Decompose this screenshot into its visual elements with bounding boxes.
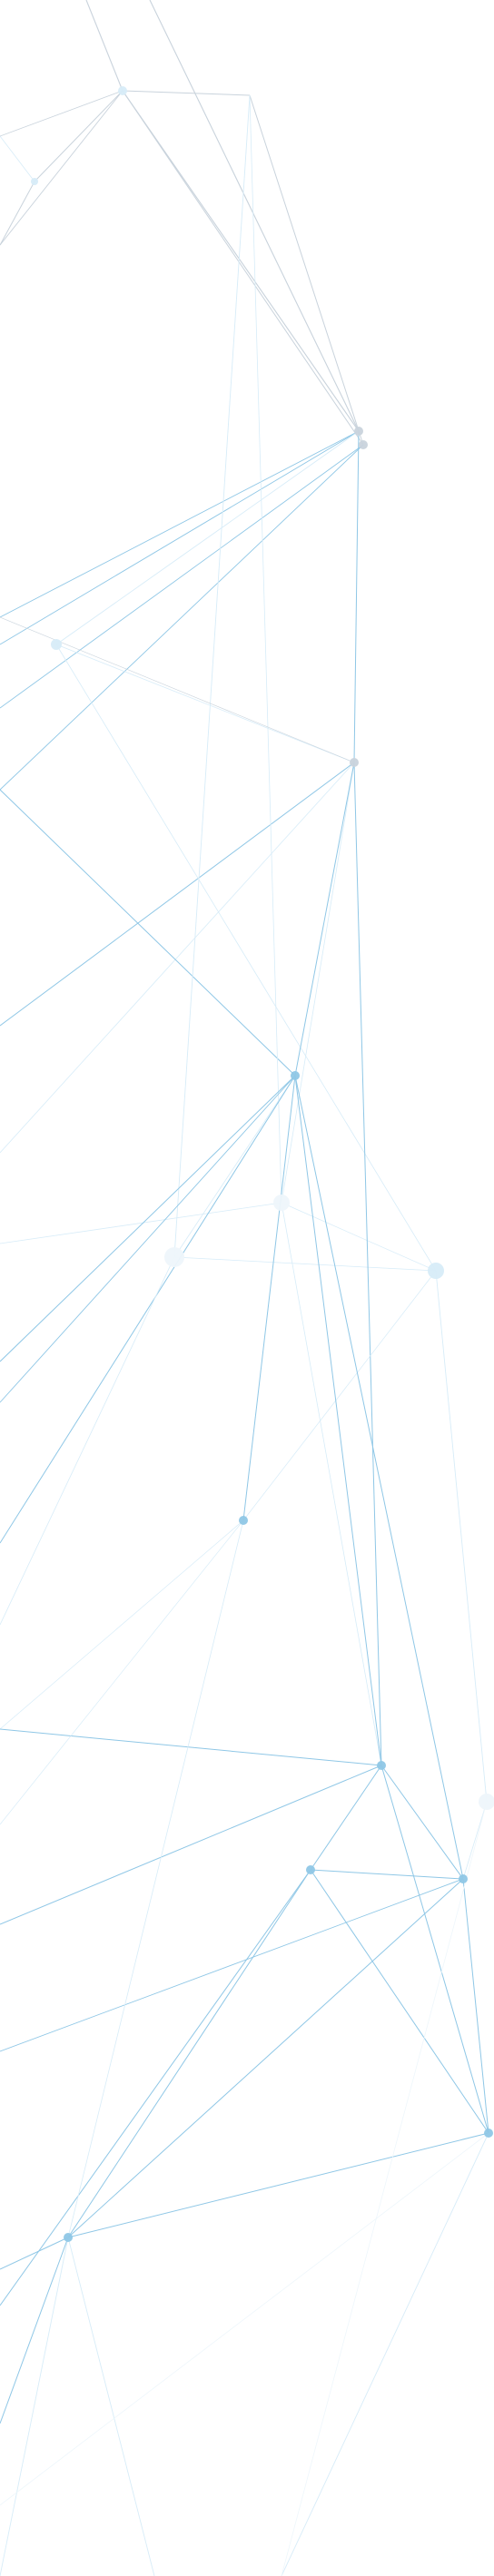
mesh-edge-49 (310, 1869, 464, 1880)
mesh-node-h (291, 1071, 300, 1080)
mesh-edge-39 (0, 1519, 244, 1730)
mesh-edge-0 (85, 0, 124, 92)
mesh-edge-16 (0, 444, 364, 791)
mesh-edge-32 (173, 1256, 437, 1272)
mesh-edge-13 (0, 444, 364, 709)
mesh-node-f (51, 639, 62, 650)
mesh-edge-37 (435, 1270, 488, 1803)
mesh-edge-60 (67, 2237, 155, 2576)
mesh-edge-10 (0, 90, 124, 137)
mesh-edge-52 (67, 1869, 311, 2238)
mesh-edge-17 (0, 762, 355, 1027)
mesh-node-i (273, 1195, 290, 1211)
mesh-edge-3 (249, 94, 364, 446)
mesh-edge-53 (380, 1765, 489, 2134)
mesh-edge-54 (462, 1878, 489, 2134)
mesh-edge-1 (149, 0, 360, 432)
mesh-edge-36 (353, 762, 382, 1766)
mesh-edge-6 (34, 90, 124, 182)
mesh-edge-19 (0, 789, 296, 1077)
mesh-edge-8 (0, 90, 124, 246)
mesh-edge-28 (0, 1075, 296, 1362)
mesh-node-d (354, 427, 363, 436)
mesh-edge-35 (281, 1202, 382, 1766)
mesh-edge-59 (0, 2237, 69, 2576)
mesh-edge-31 (0, 1075, 296, 1544)
mesh-edge-15 (353, 430, 360, 763)
mesh-edge-27 (0, 1202, 282, 1244)
mesh-node-q (484, 2129, 493, 2138)
mesh-edge-64 (0, 2132, 489, 2506)
mesh-node-b (118, 86, 127, 95)
mesh-node-g (350, 758, 359, 767)
mesh-node-m (377, 1761, 386, 1770)
mesh-edge-29 (0, 1075, 296, 1403)
mesh-edge-34 (281, 1202, 437, 1272)
mesh-node-p (479, 1794, 494, 1810)
mesh-edge-48 (310, 1765, 382, 1871)
mesh-edge-40 (0, 1728, 382, 1766)
mesh-node-n (306, 1865, 315, 1874)
mesh-edge-2 (122, 90, 251, 96)
mesh-edge-62 (310, 1869, 489, 2134)
mesh-edge-7 (0, 181, 35, 246)
mesh-node-o (459, 1874, 468, 1883)
mesh-edge-5 (122, 90, 364, 446)
mesh-edge-33 (0, 1256, 175, 1626)
mesh-node-k (428, 1263, 444, 1279)
mesh-nodes (31, 86, 494, 2242)
mesh-edge-18 (0, 762, 355, 1154)
mesh-edge-26 (294, 762, 355, 1077)
mesh-edge-51 (0, 1869, 311, 2306)
mesh-edge-46 (0, 1878, 464, 2052)
mesh-edge-50 (462, 1801, 488, 1880)
mesh-node-l (239, 1516, 248, 1525)
mesh-edge-9 (0, 135, 35, 182)
mesh-edge-44 (0, 1519, 244, 1825)
mesh-edge-38 (242, 1270, 437, 1521)
mesh-edge-43 (294, 1075, 464, 1880)
mesh-edge-22 (55, 644, 355, 763)
mesh-node-r (64, 2233, 73, 2242)
mesh-edge-4 (122, 90, 360, 432)
mesh-edge-41 (242, 1075, 296, 1521)
mesh-edge-14 (55, 430, 360, 645)
mesh-edge-30 (173, 1075, 296, 1258)
mesh-edge-25 (281, 762, 355, 1204)
mesh-edge-42 (294, 1075, 382, 1766)
mesh-edge-63 (67, 1519, 244, 2238)
mesh-edge-20 (173, 94, 251, 1258)
mesh-edge-21 (249, 94, 282, 1204)
mesh-edge-11 (0, 430, 360, 618)
mesh-edge-24 (0, 616, 355, 763)
mesh-node-a (31, 178, 38, 185)
mesh-edge-61 (281, 2132, 489, 2576)
mesh-node-e (359, 440, 368, 449)
mesh-edge-12 (0, 430, 360, 645)
mesh-edge-45 (0, 1765, 382, 1925)
mesh-edge-47 (380, 1765, 464, 1880)
mesh-edge-56 (67, 2132, 489, 2238)
mesh-edge-65 (281, 1801, 488, 2576)
mesh-node-j (164, 1247, 184, 1267)
mesh-edge-57 (0, 2237, 69, 2270)
mesh-edge-58 (0, 2237, 69, 2424)
mesh-edge-23 (55, 644, 437, 1272)
mesh-edge-55 (67, 1878, 464, 2238)
